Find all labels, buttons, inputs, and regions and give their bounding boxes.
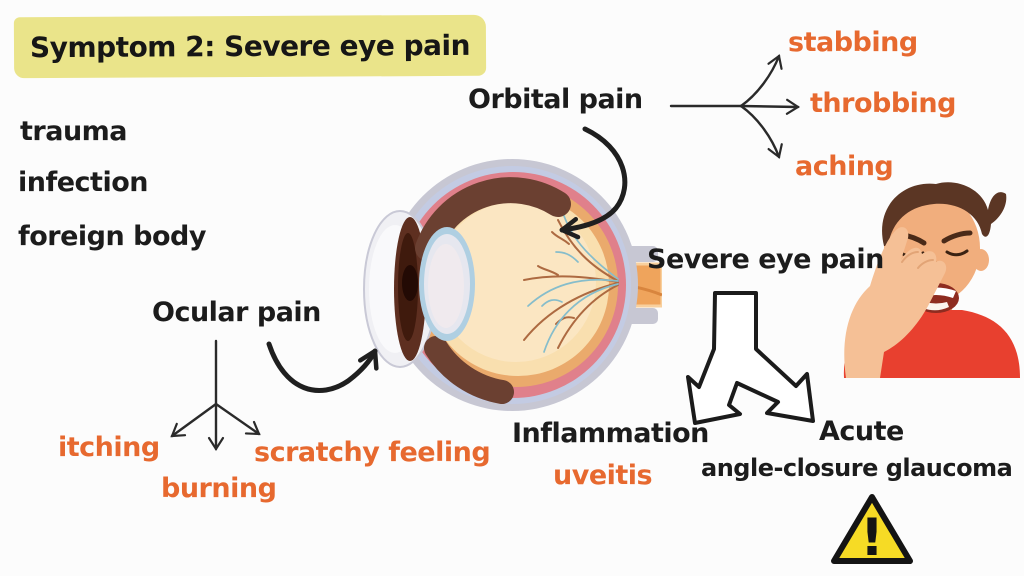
orbital-fork-arrow — [669, 54, 801, 159]
inflammation-label: Inflammation — [512, 418, 709, 449]
ocular-fork-arrow — [170, 339, 261, 452]
quality-aching: aching — [795, 151, 894, 182]
angle-closure-glaucoma-label: angle-closure glaucoma — [701, 454, 1013, 482]
uveitis-label: uveitis — [553, 460, 653, 491]
severe-eye-pain-label: Severe eye pain — [647, 244, 884, 275]
quality-itching: itching — [58, 432, 160, 463]
cause-item-infection: infection — [18, 167, 148, 198]
eye-pupil — [402, 265, 418, 301]
title-banner: Symptom 2: Severe eye pain — [13, 14, 487, 79]
orbital-pain-label: Orbital pain — [468, 84, 643, 115]
quality-scratchy-feeling: scratchy feeling — [254, 437, 491, 468]
ocular-pain-label: Ocular pain — [152, 297, 321, 328]
cause-item-foreign-body: foreign body — [18, 221, 206, 252]
quality-burning: burning — [161, 473, 277, 504]
cause-item-trauma: trauma — [20, 116, 128, 147]
warning-icon: ! — [831, 494, 913, 568]
eye-ciliary-body — [415, 177, 571, 404]
person-hair — [882, 182, 1007, 246]
severe-split-arrow — [686, 291, 815, 425]
warning-exclamation: ! — [860, 508, 884, 568]
quality-stabbing: stabbing — [788, 27, 918, 58]
ocular-to-eye-arrow — [266, 341, 379, 393]
eye-pain-person-illustration — [843, 182, 1020, 378]
quality-throbbing: throbbing — [810, 88, 956, 119]
acute-label: Acute — [819, 416, 904, 447]
orbital-to-eye-arrow — [559, 126, 628, 240]
